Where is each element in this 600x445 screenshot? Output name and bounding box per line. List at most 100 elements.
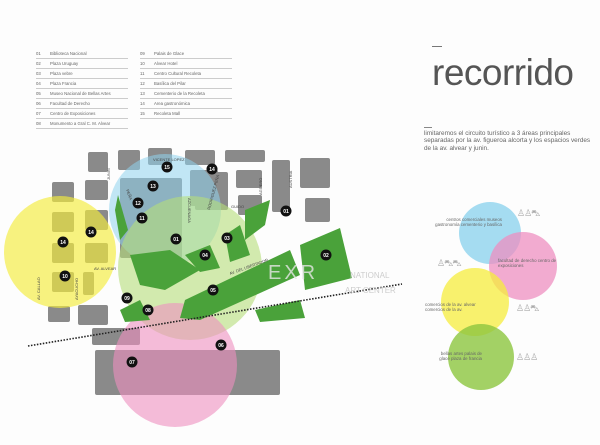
city-block: [272, 160, 290, 212]
marker-label: 07: [129, 360, 135, 366]
legend-label: Alvear Hotel: [154, 61, 178, 66]
people-car-icon: ♙♙⛍: [516, 303, 539, 313]
marker-label: 14: [209, 167, 215, 173]
map-marker[interactable]: 14: [85, 226, 97, 238]
marker-label: 15: [164, 165, 170, 171]
legend-number: 06: [36, 101, 41, 106]
map-marker[interactable]: 07: [126, 356, 138, 368]
street-label: AUSTRIA: [288, 170, 293, 188]
park: [120, 300, 150, 322]
legend-number: 12: [140, 81, 145, 86]
legend-label: Palais de Glace: [154, 51, 185, 56]
legend-item: 06 Facultad de Derecho: [36, 99, 128, 109]
map-marker[interactable]: 01: [280, 205, 292, 217]
city-block: [85, 180, 108, 200]
legend-item: 09 Palais de Glace: [140, 49, 232, 59]
legend-item: 14 Area gastronómica: [140, 99, 232, 109]
map-marker[interactable]: 09: [121, 292, 133, 304]
legend-number: 05: [36, 91, 41, 96]
legend-number: 14: [140, 101, 145, 106]
marker-label: 02: [323, 253, 329, 259]
page-title: recorrido: [432, 52, 574, 93]
city-block: [78, 305, 108, 325]
venn-label-2: facultad de derecho centro de exposicion…: [498, 258, 557, 269]
watermark-line2: ART CENTER: [345, 286, 396, 295]
legend-label: Plaza Francia: [50, 81, 77, 86]
map-marker[interactable]: 15: [161, 161, 173, 173]
watermark: EXR: [268, 262, 319, 284]
legend-label: Biblioteca Nacional: [50, 51, 87, 56]
railway-line: [27, 283, 403, 347]
legend-number: 09: [140, 51, 145, 56]
park: [180, 250, 300, 320]
map-marker[interactable]: 04: [199, 249, 211, 261]
park: [245, 200, 270, 240]
legend-item: 15 Recoleta Mall: [140, 109, 232, 119]
legend-number: 11: [140, 71, 145, 76]
marker-label: 06: [218, 343, 224, 349]
legend-label: Cementerio de la Recoleta: [154, 91, 205, 96]
legend-number: 08: [36, 121, 41, 126]
street-label: AGÜERO: [258, 178, 263, 195]
map-marker[interactable]: 01: [170, 233, 182, 245]
city-block: [300, 158, 330, 188]
map-marker[interactable]: 03: [221, 232, 233, 244]
marker-label: 11: [139, 216, 145, 222]
zone-yellow: [4, 196, 116, 308]
map-marker[interactable]: 11: [136, 212, 148, 224]
legend-number: 01: [36, 51, 41, 56]
park: [225, 225, 250, 262]
legend-label: Area gastronómica: [154, 101, 191, 106]
marker-label: 08: [145, 308, 151, 314]
legend-item: 13 Cementerio de la Recoleta: [140, 89, 232, 99]
marker-label: 13: [150, 184, 156, 190]
legend-label: Plaza vebre: [50, 71, 73, 76]
legend-number: 13: [140, 91, 145, 96]
divider: [424, 127, 432, 128]
legend-label: Recoleta Mall: [154, 111, 181, 116]
venn-label-3: comercios de la av. alvear comercios de …: [425, 302, 476, 313]
street-label: AZCUENAGA: [187, 198, 192, 223]
legend-label: Facultad de Derecho: [50, 101, 90, 106]
marker-label: 10: [62, 274, 68, 280]
legend-label: Plaza Uruguay: [50, 61, 79, 66]
legend-number: 03: [36, 71, 41, 76]
street-label: VICENTE LOPEZ: [153, 157, 185, 162]
map-marker[interactable]: 13: [147, 180, 159, 192]
marker-label: 03: [224, 236, 230, 242]
marker-label: 12: [135, 201, 141, 207]
map-marker[interactable]: 12: [132, 197, 144, 209]
city-block: [305, 198, 330, 222]
legend-label: Museo Nacional de Bellas Artes: [50, 91, 111, 96]
legend-number: 15: [140, 111, 145, 116]
map-marker[interactable]: 14: [57, 236, 69, 248]
map-marker[interactable]: 14: [206, 163, 218, 175]
marker-label: 04: [202, 253, 208, 259]
legend-number: 02: [36, 61, 41, 66]
map-marker[interactable]: 05: [207, 284, 219, 296]
venn-label-4: bellas artes palais de glace plaza de fr…: [439, 351, 482, 362]
person-car-icon: ♙⛍⛍: [437, 258, 462, 268]
map-marker[interactable]: 08: [142, 304, 154, 316]
legend-item: 02 Plaza Uruguay: [36, 59, 128, 69]
legend-label: Centro Cultural Recoleta: [154, 71, 202, 76]
venn-label-1: centros comerciales museos gastronomía c…: [435, 217, 502, 228]
street-label: GUIDO: [231, 204, 244, 209]
marker-label: 09: [124, 296, 130, 302]
marker-label: 14: [60, 240, 66, 246]
map-marker[interactable]: 02: [320, 249, 332, 261]
map-marker[interactable]: 06: [215, 339, 227, 351]
legend-item: 11 Centro Cultural Recoleta: [140, 69, 232, 79]
people-car-icon: ♙♙⛍: [517, 208, 540, 218]
street-label: JUNIN: [106, 168, 111, 180]
legend-number: 07: [36, 111, 41, 116]
park: [130, 250, 200, 290]
park: [255, 300, 305, 322]
map-marker[interactable]: 10: [59, 270, 71, 282]
